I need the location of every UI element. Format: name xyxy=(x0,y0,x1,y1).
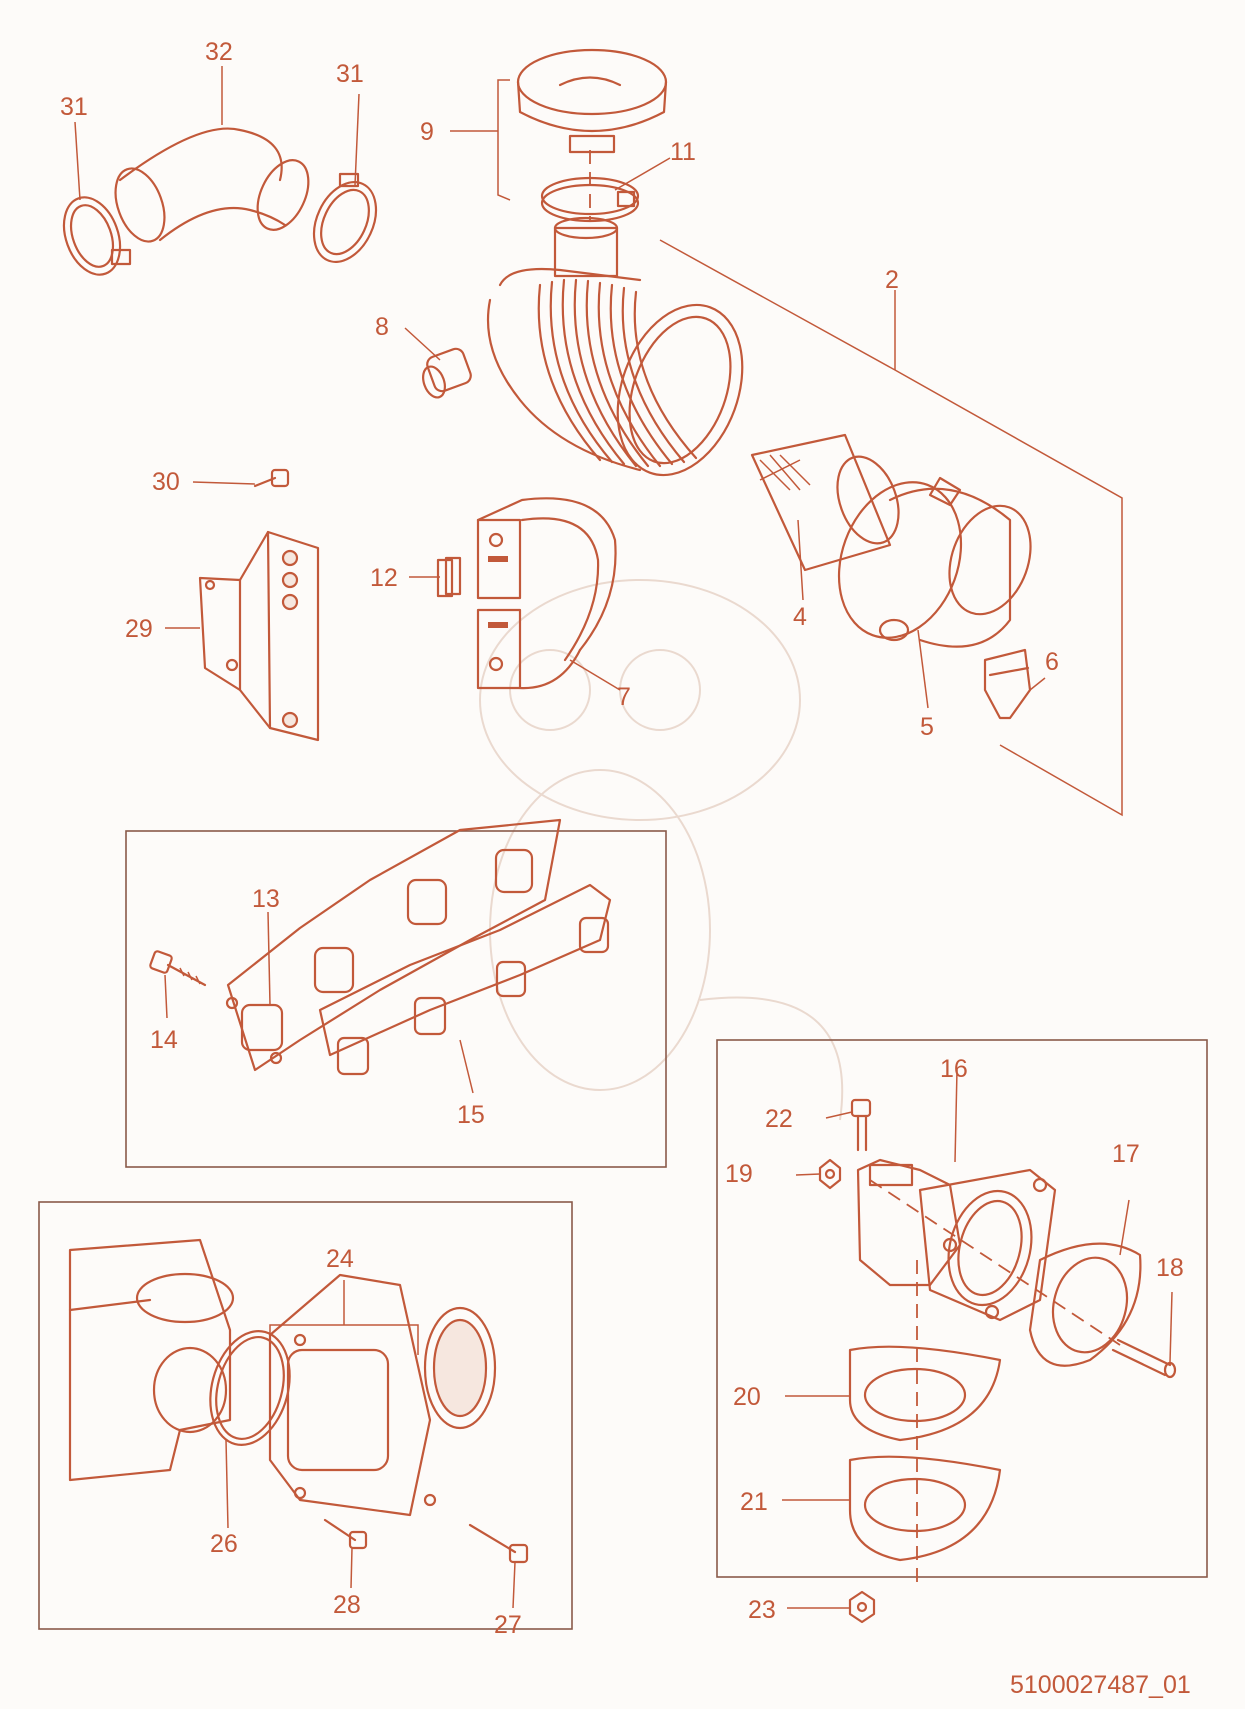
callout-28: 28 xyxy=(333,1591,361,1619)
nut-23-part xyxy=(848,1590,876,1624)
callout-26: 26 xyxy=(210,1530,238,1558)
callout-5: 5 xyxy=(920,713,934,741)
engine-block-fragment-part xyxy=(68,1238,235,1482)
nut-19-part xyxy=(818,1158,842,1190)
callout-2: 2 xyxy=(885,266,899,294)
inlet-connector-part xyxy=(422,347,472,399)
callout-21: 21 xyxy=(740,1488,768,1516)
callout-19: 19 xyxy=(725,1160,753,1188)
filter-element-part xyxy=(750,433,900,572)
drawing-number: 5100027487_01 xyxy=(1010,1671,1191,1699)
callout-7: 7 xyxy=(617,683,631,711)
flange-21-part xyxy=(848,1455,1002,1562)
callout-16: 16 xyxy=(940,1055,968,1083)
clip-part xyxy=(436,556,462,598)
callout-20: 20 xyxy=(733,1383,761,1411)
callout-30: 30 xyxy=(152,468,180,496)
manifold-gasket-part xyxy=(318,883,612,1076)
watermark-mascot xyxy=(479,579,844,1121)
elbow-bolt-27-part xyxy=(468,1523,529,1564)
bolt-30-part xyxy=(253,468,290,488)
bolt-22-part xyxy=(850,1098,872,1152)
callout-12: 12 xyxy=(370,564,398,592)
turbo-elbow-part xyxy=(268,1273,497,1517)
hose-clamp-right-part xyxy=(312,172,378,263)
callout-32: 32 xyxy=(205,38,233,66)
exhaust-elbow-part xyxy=(856,1158,1057,1322)
callout-4: 4 xyxy=(793,603,807,631)
callout-22: 22 xyxy=(765,1105,793,1133)
callout-29: 29 xyxy=(125,615,153,643)
hose-clamp-left-part xyxy=(62,196,132,276)
elbow-gasket-17-part xyxy=(1028,1242,1142,1367)
callout-labels: 31 32 31 9 11 2 8 30 12 29 4 7 6 5 13 14… xyxy=(60,38,1184,1639)
band-clamp-part xyxy=(476,497,617,690)
callout-17: 17 xyxy=(1112,1140,1140,1168)
callout-15: 15 xyxy=(457,1101,485,1129)
callout-9: 9 xyxy=(420,118,434,146)
callout-24: 24 xyxy=(326,1245,354,1273)
mounting-bracket-part xyxy=(198,530,320,742)
end-cover-part xyxy=(837,476,1032,648)
turbo-elbow-frame xyxy=(38,1201,573,1630)
callout-18: 18 xyxy=(1156,1254,1184,1282)
callout-31b: 31 xyxy=(336,60,364,88)
elbow-bolt-28-part xyxy=(323,1518,368,1550)
callout-14: 14 xyxy=(150,1026,178,1054)
flange-gasket-20-part xyxy=(848,1345,1002,1442)
exhaust-elbow-frame xyxy=(716,1039,1208,1578)
exhaust-manifold-frame xyxy=(125,830,667,1168)
callout-8: 8 xyxy=(375,313,389,341)
callout-6: 6 xyxy=(1045,648,1059,676)
dust-valve-part xyxy=(983,648,1032,720)
stud-18-part xyxy=(1111,1338,1177,1379)
callout-31a: 31 xyxy=(60,93,88,121)
axis-elbow-flange xyxy=(869,1179,1121,1346)
hose-elbow-part xyxy=(114,127,310,243)
callout-13: 13 xyxy=(252,885,280,913)
callout-11: 11 xyxy=(670,138,696,166)
housing-ribs xyxy=(537,278,698,468)
exhaust-manifold-part xyxy=(225,818,562,1072)
rain-cap-part xyxy=(516,48,668,154)
leader-lines xyxy=(74,66,1173,1609)
callout-27: 27 xyxy=(494,1611,522,1639)
manifold-bolt-part xyxy=(149,950,207,987)
callout-23: 23 xyxy=(748,1596,776,1624)
elbow-gasket-part xyxy=(209,1330,291,1446)
air-cleaner-housing-part xyxy=(486,216,744,477)
